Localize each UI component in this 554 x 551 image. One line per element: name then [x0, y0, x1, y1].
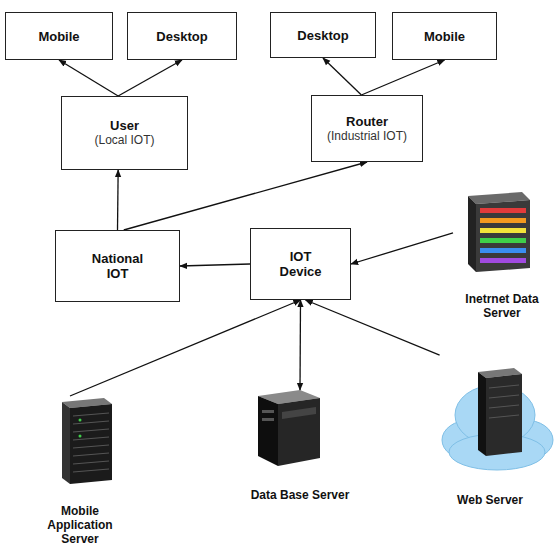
- node-subtitle: (Industrial IOT): [327, 129, 407, 144]
- user-box: User(Local IOT): [61, 96, 188, 170]
- desktop-box: Desktop: [270, 12, 376, 58]
- node-subtitle: (Local IOT): [94, 133, 154, 148]
- desktop-box: Desktop: [127, 12, 237, 60]
- mobile-box: Mobile: [5, 12, 113, 60]
- mobile-app-server-image: [62, 398, 112, 484]
- server-caption: Data Base Server: [251, 488, 350, 502]
- arrow-connector: [361, 60, 444, 95]
- server-caption: Web Server: [457, 493, 523, 507]
- arrow-connector: [323, 58, 361, 95]
- server-caption: Inetrnet Data Server: [455, 292, 549, 320]
- arrow-connector: [118, 60, 182, 96]
- internet-data-server: Inetrnet Data Server: [453, 190, 551, 320]
- arrow-connector: [124, 162, 367, 230]
- arrow-connector: [117, 170, 119, 230]
- arrow-connector: [59, 60, 118, 96]
- node-title: Desktop: [156, 29, 207, 44]
- node-title: Mobile: [38, 29, 79, 44]
- iot-device-box: IOT Device: [250, 228, 351, 300]
- arrow-connector: [306, 300, 440, 355]
- arrow-connector: [70, 300, 301, 396]
- router-box: Router(Industrial IOT): [311, 95, 423, 162]
- arrow-connector: [180, 264, 250, 266]
- node-title: User: [110, 118, 139, 133]
- web-server-cloud-image: [442, 368, 553, 470]
- national-iot-box: National IOT: [55, 230, 180, 302]
- server-caption: Mobile Application Server: [32, 504, 128, 546]
- database-server: Data Base Server: [245, 390, 355, 502]
- node-title: Mobile: [424, 29, 465, 44]
- node-title: Desktop: [297, 28, 348, 43]
- internet-server-image: [468, 192, 530, 272]
- mobile-box: Mobile: [392, 12, 497, 60]
- node-title: Router: [346, 114, 388, 129]
- web-server: Web Server: [430, 352, 550, 507]
- arrow-connector: [351, 233, 453, 264]
- arrow-connector: [299, 300, 301, 390]
- database-server-image: [258, 390, 320, 466]
- mobile-app-server: Mobile Application Server: [30, 396, 130, 546]
- node-title: IOT Device: [271, 249, 331, 279]
- node-title: National IOT: [83, 251, 153, 281]
